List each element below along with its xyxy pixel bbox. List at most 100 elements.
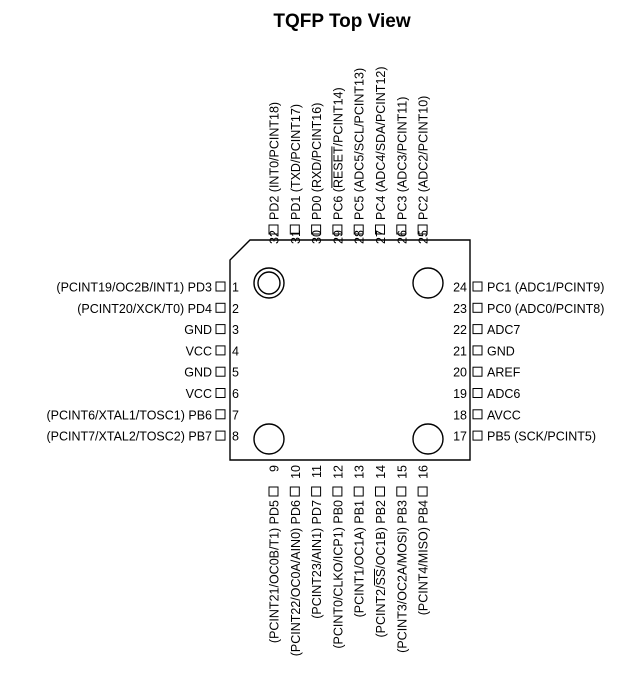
pin-pad [472, 388, 483, 398]
pin-18 [472, 409, 483, 420]
pin-1 [215, 281, 226, 292]
pin-pad [215, 366, 226, 377]
pin-pad [417, 224, 428, 235]
pin-pad [417, 486, 428, 497]
pin-label: (PCINT7/XTAL2/TOSC2) PB7 [46, 430, 212, 444]
corner-dot-top-right [412, 267, 444, 299]
pin-2 [215, 302, 226, 313]
pin-26 [396, 224, 407, 235]
pin-label: PD0 (RXD/PCINT16) [310, 103, 324, 220]
pin-pad [215, 324, 226, 335]
pin-number: 2 [232, 302, 239, 316]
pin-number: 27 [374, 230, 388, 244]
pin-pad [472, 366, 483, 377]
chip-body [229, 239, 471, 461]
pin-pad [396, 486, 407, 497]
corner-dot-bottom-right [412, 423, 444, 455]
pin-27 [375, 224, 385, 235]
pin-label: (PCINT20/XCK/T0) PD4 [77, 302, 212, 316]
pin-number: 29 [331, 230, 345, 244]
pin-number: 13 [353, 465, 367, 479]
pin-label: VCC [186, 387, 212, 401]
pin-23 [472, 302, 483, 313]
pin-19 [472, 388, 483, 398]
pin-8 [215, 430, 226, 441]
pin-label: (PCINT6/XTAL1/TOSC1) PB6 [46, 408, 212, 422]
pin-label: (PCINT22/OC0A/AIN0) PD6 [289, 500, 303, 656]
pin-11 [311, 486, 322, 497]
pin-16 [417, 486, 428, 497]
pin-15 [396, 486, 407, 497]
pin-label: AREF [487, 366, 521, 380]
pin-pad [472, 430, 483, 441]
pin1-marker-inner [257, 271, 281, 295]
pin-label: PC0 (ADC0/PCINT8) [487, 302, 604, 316]
pin-label: GND [184, 323, 212, 337]
pin-pad [396, 224, 407, 235]
pin-3 [215, 324, 226, 335]
corner-dot-bottom-left [253, 423, 285, 455]
pin-label: ADC7 [487, 323, 520, 337]
pin-pad [215, 388, 226, 398]
pin-label: (PCINT0/CLKO/ICP1) PB0 [331, 500, 345, 649]
pin-label: ADC6 [487, 387, 520, 401]
pin-pad [472, 345, 483, 356]
pin-number: 28 [353, 230, 367, 244]
pin-label: (PCINT23/AIN1) PD7 [310, 500, 324, 619]
pin-14 [375, 486, 385, 497]
pin-24 [472, 281, 483, 292]
pin-21 [472, 345, 483, 356]
pin-label: (PCINT3/OC2A/MOSI) PB3 [395, 500, 409, 653]
pin-28 [353, 224, 364, 235]
pin-pad [215, 345, 226, 356]
pin-number: 8 [232, 430, 239, 444]
pin-pad [375, 486, 385, 497]
pin-pad [215, 409, 226, 420]
pin-label: (PCINT4/MISO) PB4 [417, 500, 431, 615]
pin-number: 12 [331, 465, 345, 479]
pin-pad [289, 224, 300, 235]
pin-label: PC1 (ADC1/PCINT9) [487, 281, 604, 295]
pin-pad [215, 281, 226, 292]
pin-number: 25 [417, 230, 431, 244]
pin-number: 30 [310, 230, 324, 244]
pin-pad [268, 486, 279, 497]
pin-22 [472, 324, 483, 335]
pin-label: (PCINT21/OC0B/T1) PD5 [268, 500, 282, 643]
pin-label: GND [184, 366, 212, 380]
pin-number: 19 [453, 387, 467, 401]
pin-label: PD2 (INT0/PCINT18) [268, 102, 282, 220]
pin-number: 11 [310, 465, 324, 478]
pin-number: 20 [453, 366, 467, 380]
pin-7 [215, 409, 226, 420]
pin-label: GND [487, 344, 515, 358]
pin-label: PC6 (RESET/PCINT14) [331, 87, 345, 220]
pin-4 [215, 345, 226, 356]
pin-number: 5 [232, 366, 239, 380]
pin-label: (PCINT2/SS/OC1B) PB2 [374, 500, 388, 638]
pin-label: PC4 (ADC4/SDA/PCINT12) [374, 66, 388, 220]
pin-label: (PCINT19/OC2B/INT1) PD3 [56, 281, 212, 295]
pin-10 [289, 486, 300, 497]
pin-label: PC2 (ADC2/PCINT10) [417, 96, 431, 220]
pin-number: 1 [232, 281, 239, 295]
pin-pad [215, 430, 226, 441]
pin-29 [332, 224, 343, 235]
pin-pad [289, 486, 300, 497]
pin-number: 3 [232, 323, 239, 337]
pin-pad [353, 224, 364, 235]
pin-12 [332, 486, 343, 497]
pin-number: 16 [417, 465, 431, 479]
pin-number: 9 [268, 465, 282, 472]
pin-pad [375, 224, 385, 235]
pin-label: PB5 (SCK/PCINT5) [487, 430, 596, 444]
diagram-title: TQFP Top View [273, 11, 410, 32]
pin-20 [472, 366, 483, 377]
pin-pad [268, 224, 279, 235]
pin-pad [472, 324, 483, 335]
pin-number: 22 [453, 323, 467, 337]
pin-label: VCC [186, 344, 212, 358]
pin-30 [311, 224, 322, 235]
